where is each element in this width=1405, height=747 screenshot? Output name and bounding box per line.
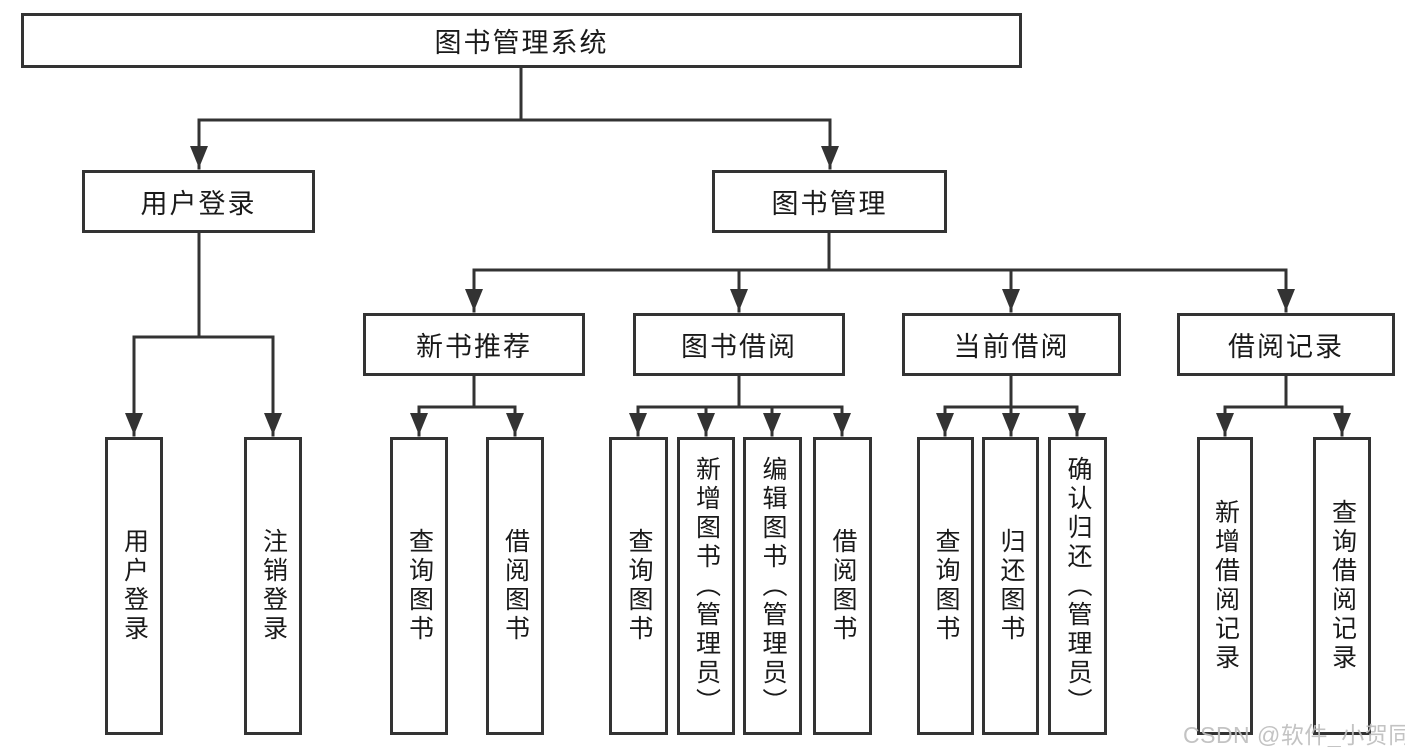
csdn-watermark: CSDN @软件_小贺同学: [1183, 722, 1405, 747]
connector-borrowing-records: [1216, 374, 1351, 437]
leaf-current-confirm-return-admin: 确认归还（管理员）: [1048, 437, 1107, 735]
node-user-login: 用户登录: [82, 170, 315, 233]
connector-book-management: [465, 231, 1295, 313]
leaf-current-query-books: 查询图书: [917, 437, 974, 735]
node-library-management-system: 图书管理系统: [21, 13, 1022, 68]
connector-root: [190, 66, 839, 170]
node-new-book-recommendation: 新书推荐: [363, 313, 585, 376]
leaf-borrowing-add-books-admin: 新增图书（管理员）: [677, 437, 735, 735]
leaf-borrowing-borrow-books: 借阅图书: [813, 437, 872, 735]
node-current-borrowing: 当前借阅: [902, 313, 1121, 376]
connector-new-book-recommendation: [410, 374, 524, 437]
node-borrowing-records: 借阅记录: [1177, 313, 1395, 376]
leaf-borrowing-edit-books-admin: 编辑图书（管理员）: [743, 437, 802, 735]
leaf-borrowing-query-books: 查询图书: [609, 437, 668, 735]
connector-book-borrowing: [629, 374, 851, 437]
leaf-records-add-borrow-record: 新增借阅记录: [1197, 437, 1253, 735]
leaf-logout: 注销登录: [244, 437, 302, 735]
connector-user-login: [125, 231, 282, 437]
leaf-records-query-borrow-record: 查询借阅记录: [1313, 437, 1371, 735]
leaf-recommend-borrow-books: 借阅图书: [486, 437, 544, 735]
node-book-borrowing: 图书借阅: [633, 313, 845, 376]
leaf-user-login: 用户登录: [105, 437, 163, 735]
leaf-recommend-query-books: 查询图书: [390, 437, 448, 735]
connector-current-borrowing: [936, 374, 1086, 437]
leaf-current-return-books: 归还图书: [982, 437, 1039, 735]
node-book-management: 图书管理: [712, 170, 947, 233]
